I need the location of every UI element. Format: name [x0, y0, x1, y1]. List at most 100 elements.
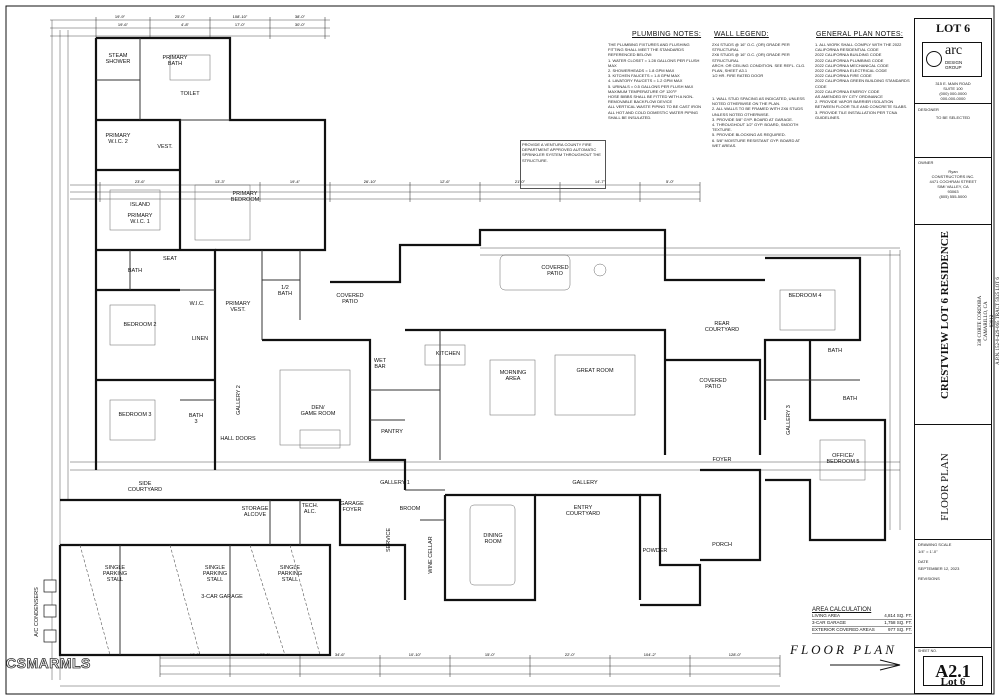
lot-label-top: LOT 6	[935, 21, 971, 35]
room-powder: POWDER	[643, 548, 668, 554]
furniture-layout	[109, 54, 866, 586]
room-service: SERVICE	[386, 528, 392, 552]
room-foyer: FOYER	[713, 457, 732, 463]
room-kitchen: KITCHEN	[436, 351, 460, 357]
logo-main: arc	[945, 43, 963, 58]
area-row-value: 1,758 SQ. FT.	[884, 620, 912, 625]
room-bedroom2: BEDROOM 2	[123, 322, 156, 328]
dimension-label: 14'-7"	[595, 179, 606, 184]
dimension-label: 34'-6"	[335, 652, 346, 657]
dimension-label: 18'-0"	[190, 652, 201, 657]
revisions-label: REVISIONS	[918, 576, 940, 581]
room-tech: TECH.ALC.	[302, 503, 319, 515]
wall-legend-text: 2X4 STUDS @ 16" O.C. (OR) GRADE PER STRU…	[712, 42, 806, 79]
ac-condensers	[43, 579, 57, 643]
room-gallery3: GALLERY 3	[786, 405, 792, 435]
lot-label-bottom: Lot 6	[940, 676, 966, 688]
dimension-label: 10'-10"	[409, 652, 422, 657]
area-title: AREA CALCULATION	[812, 607, 872, 613]
drawing-scale: 1/4" = 1'-0"	[918, 549, 938, 554]
designer-value: TO BE SELECTED	[935, 115, 971, 120]
project-title: CRESTVIEW LOT 6 RESIDENCE	[939, 231, 951, 400]
title-block: LOT 6 arc DESIGN GROUP 315 E. MAIN ROAD …	[914, 18, 1000, 694]
north-arrow-icon	[830, 659, 901, 671]
dimension-label: 5'-0"	[666, 179, 675, 184]
dimension-label: 19'-9"	[115, 14, 126, 19]
date-value: SEPTEMBER 12, 2023	[918, 566, 960, 571]
room-den: DEN/GAME ROOM	[301, 405, 336, 417]
room-gallery1: GALLERY 1	[380, 480, 410, 486]
sheet-title: FLOOR PLAN	[939, 453, 951, 521]
room-great-room: GREAT ROOM	[576, 368, 613, 374]
area-row-label: LIVING AREA	[812, 613, 841, 618]
dimension-label: 19'-6"	[118, 22, 129, 27]
room-bath-right2: BATH	[843, 396, 857, 402]
area-row-value: 4,814 SQ. FT.	[884, 613, 912, 618]
dimension-label: 13'-3"	[215, 179, 226, 184]
room-gallery: GALLERY	[572, 480, 598, 486]
exterior-walls	[58, 36, 887, 657]
dimension-label: 12'-6"	[440, 179, 451, 184]
area-row: 3-CAR GARAGE 1,758 SQ. FT.	[812, 620, 912, 627]
dimension-ticks	[95, 17, 781, 677]
plumbing-notes-title: PLUMBING NOTES:	[632, 31, 702, 38]
date-label: DATE	[918, 559, 929, 564]
firm-info: 315 E. MAIN ROAD SUITE 100 (000) 000-000…	[935, 81, 971, 101]
room-wic: W.I.C.	[190, 301, 205, 307]
parking-stalls	[79, 544, 321, 656]
dimension-label: 25'-0"	[175, 14, 186, 19]
dimension-label: 104'-2"	[644, 652, 657, 657]
area-rows: LIVING AREA 4,814 SQ. FT. 3-CAR GARAGE 1,75…	[812, 613, 912, 634]
room-bath-left: BATH	[128, 268, 142, 274]
logo-sub: DESIGN GROUP	[945, 60, 963, 70]
dimension-label: 4'-8"	[181, 22, 190, 27]
area-row-label: 3-CAR GARAGE	[812, 620, 847, 625]
room-office: OFFICE/BEDROOM 5	[826, 453, 859, 465]
room-pantry: PANTRY	[381, 429, 403, 435]
room-bedroom3: BEDROOM 3	[118, 412, 151, 418]
drawing-scale-label: DRAWING SCALE	[918, 542, 952, 547]
room-hall-doors: HALL DOORS	[220, 436, 256, 442]
room-island: ISLAND	[130, 202, 150, 208]
area-row: LIVING AREA 4,814 SQ. FT.	[812, 613, 912, 620]
dimension-label: 23'-6"	[260, 652, 271, 657]
drawing-title: FLOOR PLAN	[790, 642, 897, 657]
room-wine-cellar: WINE CELLAR	[428, 536, 434, 573]
dimension-label: 30'-0"	[295, 22, 306, 27]
sheet-number: A2.1	[923, 656, 983, 686]
room-toilet: TOILET	[180, 91, 200, 97]
dimension-label: 22'-0"	[565, 652, 576, 657]
area-row-label: EXTERIOR COVERED AREAS	[812, 627, 875, 632]
dimension-label: 19'-4"	[290, 179, 301, 184]
room-gallery2: GALLERY 2	[236, 385, 242, 415]
dimension-label: 15'-0"	[485, 652, 496, 657]
room-bath-right: BATH	[828, 348, 842, 354]
sheet-no-label: SHEET NO.	[918, 649, 937, 653]
project-address: 338 CORTE CORDOBA CAMARILLO, CA 93012 A.…	[978, 277, 1000, 365]
room-linen: LINEN	[192, 336, 208, 342]
ac-condensers-label: A/C CONDENSERS	[34, 587, 40, 637]
sprinkler-note: PROVIDE A VENTURA COUNTY FIRE DEPARTMENT…	[520, 140, 606, 189]
firm-logo: arc DESIGN GROUP	[922, 42, 982, 77]
